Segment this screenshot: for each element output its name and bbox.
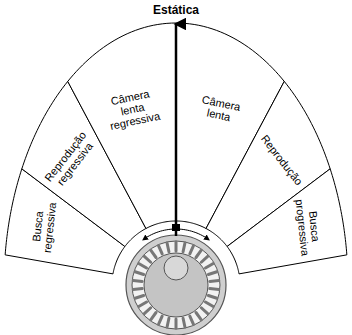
knurl-ridge [196,250,201,257]
center-mark [177,224,180,231]
knurl-ridge [133,287,142,291]
knurl-ridge [205,264,213,269]
knob-disc [144,253,208,317]
knurl-ridge [135,272,144,275]
knurl-ridge [196,313,201,320]
sector-outline [68,23,176,228]
knurl-ridge [135,296,144,299]
static-arrow [175,24,178,236]
mode-sector: Câmera lenta [196,91,244,126]
knurl-ridge [151,313,156,320]
knurl-ridge [210,279,219,283]
knurl-ridge [201,256,208,262]
mode-name: Câmera lenta regressiva [103,86,160,132]
knurl-ridge [190,316,194,324]
knurl-ridge [201,308,208,314]
knurl-ridge [159,316,163,324]
knurl-ridge [190,246,194,254]
knurl-ridge [144,256,151,262]
mode-sector: Busca regressiva [28,199,60,256]
knurl-ridge [208,296,217,299]
sector-outline [227,169,347,274]
mode-name: Reprodução regressiva [42,129,98,191]
mode-name: Câmera lenta [198,93,241,125]
mode-name: Busca progressiva [293,198,323,257]
mode-name: Busca regressiva [29,201,58,254]
knurl-ridge [139,264,147,269]
knurl-ridge [175,319,178,328]
knob-outer-ring [126,235,226,335]
knurl-ridge [210,287,219,291]
mode-sector: Câmera lenta regressiva [101,84,163,133]
knurl-ridge [159,246,163,254]
mode-name: Reprodução [259,133,305,188]
knurl-ridge [167,243,169,252]
static-label: Estática [153,3,199,17]
rotation-arrow [143,229,209,240]
shuttle-grip [164,256,188,280]
knurl-ridge [133,279,142,283]
mode-sector: Reprodução regressiva [40,127,100,193]
knurl-ridge [144,308,151,314]
knurl-ridge [167,318,169,327]
center-mark [172,224,175,231]
knurl-ridge [205,302,213,307]
mode-sector: Reprodução [257,131,307,190]
knurl-ridge [183,243,185,252]
mode-sector: Busca progressiva [292,196,324,259]
jog-knob [126,235,226,335]
knurl-ridge [175,242,178,251]
knurl-ridge [183,318,185,327]
knob-ridge-ring [132,241,220,329]
knurl-ridge [208,272,217,275]
knurl-ridge [151,250,156,257]
knurl-ridge [139,302,147,307]
